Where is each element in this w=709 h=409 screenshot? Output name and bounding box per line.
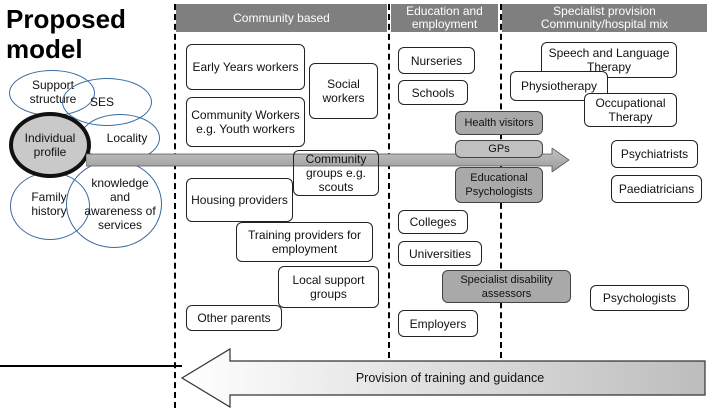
community-workers-box: Community Workers e.g. Youth workers — [186, 97, 305, 147]
nurseries-box: Nurseries — [398, 47, 475, 74]
other-parents-box: Other parents — [186, 305, 282, 331]
community-workers-label: Community Workers e.g. Youth workers — [191, 108, 300, 136]
column-header-specialist-label: Specialist provision Community/hospital … — [540, 4, 669, 31]
ses-label: SES — [89, 95, 114, 109]
column-header-community: Community based — [176, 4, 387, 32]
central-arrow — [86, 148, 570, 172]
knowledge-label: knowledge and awareness of services — [84, 176, 156, 232]
universities-box: Universities — [398, 241, 482, 266]
community-groups-box: Community groups e.g. scouts — [293, 150, 379, 196]
other-parents-label: Other parents — [197, 311, 271, 325]
social-workers-label: Social workers — [322, 77, 365, 105]
paediatricians-label: Paediatricians — [618, 182, 695, 196]
column-header-education-label: Education and employment — [406, 4, 483, 31]
universities-label: Universities — [408, 246, 471, 261]
gps-box: GPs — [455, 140, 543, 158]
early-years-box: Early Years workers — [186, 44, 305, 90]
nurseries-label: Nurseries — [410, 53, 463, 68]
employers-label: Employers — [409, 316, 467, 331]
occupational-therapy-box: Occupational Therapy — [584, 93, 677, 127]
psychiatrists-box: Psychiatrists — [611, 140, 698, 168]
diagram-title: Proposed model — [6, 4, 126, 64]
specialist-disability-assessors-box: Specialist disability assessors — [442, 270, 571, 303]
psychiatrists-label: Psychiatrists — [620, 147, 689, 161]
paediatricians-box: Paediatricians — [611, 175, 702, 203]
column-header-specialist: Specialist provision Community/hospital … — [502, 4, 707, 32]
early-years-label: Early Years workers — [192, 60, 299, 74]
divider-community-education — [388, 4, 390, 358]
speech-language-therapy-label: Speech and Language Therapy — [548, 46, 670, 74]
local-support-groups-label: Local support groups — [292, 273, 365, 301]
training-providers-label: Training providers for employment — [248, 228, 361, 256]
individual-profile-ellipse — [9, 112, 91, 178]
colleges-box: Colleges — [398, 210, 468, 234]
psychologists-box: Psychologists — [590, 285, 689, 311]
physiotherapy-label: Physiotherapy — [520, 79, 598, 93]
training-providers-box: Training providers for employment — [236, 222, 373, 262]
baseline-left — [0, 365, 182, 367]
schools-label: Schools — [411, 85, 455, 100]
social-workers-box: Social workers — [309, 63, 378, 119]
gps-label: GPs — [488, 143, 510, 155]
community-groups-label: Community groups e.g. scouts — [305, 152, 367, 194]
specialist-disability-assessors-label: Specialist disability assessors — [460, 273, 553, 300]
column-header-community-label: Community based — [233, 10, 330, 25]
training-guidance-arrow — [180, 347, 706, 409]
occupational-therapy-label: Occupational Therapy — [595, 96, 666, 124]
health-visitors-label: Health visitors — [464, 117, 534, 129]
locality-label: Locality — [106, 131, 148, 145]
training-guidance-label: Provision of training and guidance — [355, 371, 545, 385]
housing-providers-box: Housing providers — [186, 178, 293, 222]
colleges-label: Colleges — [409, 215, 457, 229]
educational-psychologists-label: Educational Psychologists — [465, 172, 533, 198]
housing-providers-label: Housing providers — [191, 193, 288, 207]
column-header-education: Education and employment — [391, 4, 498, 32]
schools-box: Schools — [398, 80, 468, 105]
educational-psychologists-box: Educational Psychologists — [455, 167, 543, 203]
individual-profile-label: Individual profile — [24, 131, 76, 159]
physiotherapy-box: Physiotherapy — [510, 71, 608, 101]
health-visitors-box: Health visitors — [455, 111, 543, 135]
employers-box: Employers — [398, 310, 478, 337]
family-history-label: Family history — [31, 190, 67, 218]
local-support-groups-box: Local support groups — [278, 266, 379, 308]
divider-community-left — [174, 4, 176, 408]
psychologists-label: Psychologists — [602, 291, 677, 305]
